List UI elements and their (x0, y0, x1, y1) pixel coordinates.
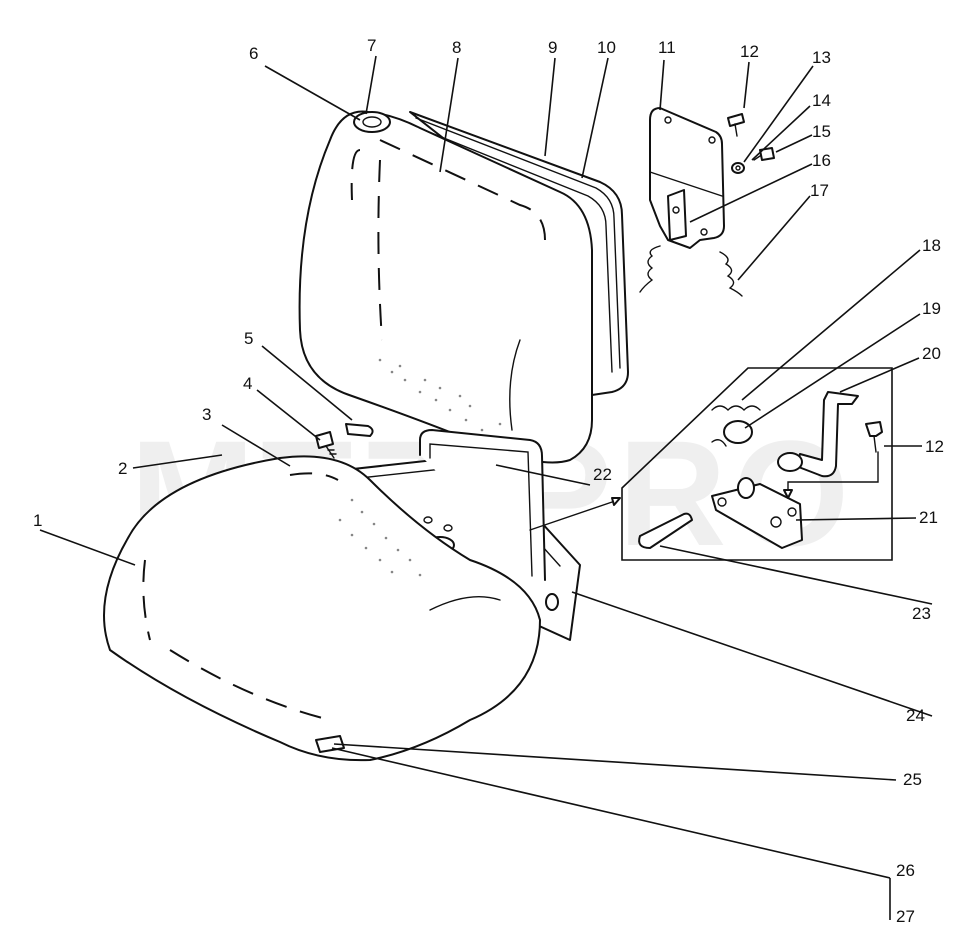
detail-inset-box (621, 367, 893, 561)
spring-18 (711, 405, 761, 411)
callout-4: 4 (243, 374, 252, 393)
leader-lines (39, 55, 933, 920)
callout-2: 2 (118, 459, 127, 478)
callout-15: 15 (812, 122, 831, 141)
callout-7: 7 (367, 36, 376, 55)
callout-6: 6 (249, 44, 258, 63)
bolt (315, 431, 337, 459)
callout-26: 26 (896, 861, 915, 880)
callout-18: 18 (922, 236, 941, 255)
callout-14: 14 (812, 91, 831, 110)
callout-24: 24 (906, 706, 925, 725)
callout-8: 8 (452, 38, 461, 57)
callout-12-top: 12 (740, 42, 759, 61)
tension-spring-left (639, 245, 661, 293)
callout-20: 20 (922, 344, 941, 363)
latch-plate (711, 477, 803, 549)
callout-19: 19 (922, 299, 941, 318)
callout-27: 27 (896, 907, 915, 926)
callout-9: 9 (548, 38, 557, 57)
seat-cushion (103, 455, 541, 762)
callout-10: 10 (597, 38, 616, 57)
cushion-clip (315, 735, 345, 753)
callout-12-detail: 12 (925, 437, 944, 456)
backrest-adjust-knob (353, 111, 391, 133)
assembly-arrow (783, 451, 879, 499)
callout-3: 3 (202, 405, 211, 424)
tension-spring-right (719, 251, 743, 297)
callout-11: 11 (658, 38, 676, 57)
screw (727, 113, 745, 137)
callout-13: 13 (812, 48, 831, 67)
callout-labels: 1 2 3 4 5 6 7 8 9 10 11 12 13 14 15 16 1… (33, 36, 944, 926)
callout-22: 22 (593, 465, 612, 484)
callout-25: 25 (903, 770, 922, 789)
callout-5: 5 (244, 329, 253, 348)
rivet (865, 421, 883, 453)
small-bolt (753, 147, 775, 161)
callout-21: 21 (919, 508, 938, 527)
backrest-support-bar (419, 429, 546, 581)
callout-1: 1 (33, 511, 42, 530)
adjust-lever (777, 391, 859, 478)
callout-23: 23 (912, 604, 931, 623)
axle-pin (638, 512, 693, 549)
detail-pointer-arrow (529, 497, 621, 531)
washer (731, 162, 745, 174)
pin (345, 423, 374, 437)
callout-17: 17 (810, 181, 829, 200)
seat-cushion-shading (338, 498, 422, 577)
hinge-plate (649, 107, 725, 249)
callout-16: 16 (812, 151, 831, 170)
lever-bushing (711, 420, 753, 447)
